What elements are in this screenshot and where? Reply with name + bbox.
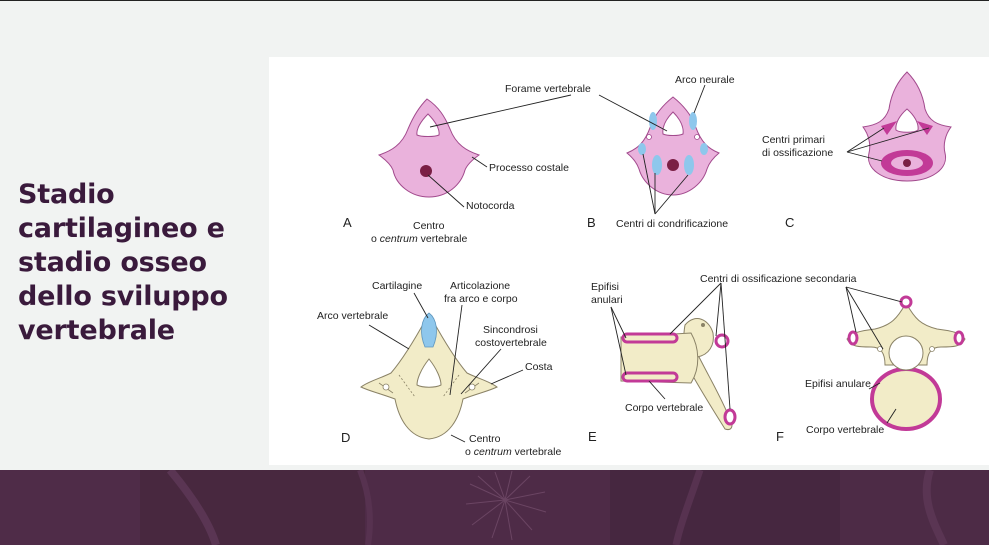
panel-b-blue-arch-r (689, 112, 697, 130)
panel-f-center-transverse-l (847, 330, 859, 346)
panel-b-small-hole-r (694, 134, 700, 140)
panel-letter-a: A (343, 215, 352, 230)
panel-c-foramen (895, 108, 919, 133)
panel-b-blue-side-r (700, 143, 708, 155)
panel-letter-c: C (785, 215, 794, 230)
panel-letter-d: D (341, 430, 350, 445)
panel-b-blue-side-l (638, 143, 646, 155)
label-centri-secondari: Centri di ossificazione secondaria (700, 273, 857, 285)
panel-e-center-transverse (714, 333, 730, 349)
panel-e-center-spinous (723, 408, 737, 426)
panel-f-foramen (888, 335, 924, 371)
panel-f (846, 295, 966, 431)
label-articolazione-1: Articolazione (450, 280, 510, 292)
panel-d-synchondrosis-r (468, 383, 476, 391)
label-centri-primari-2: di ossificazione (762, 147, 833, 159)
panel-e-spinous (688, 351, 733, 430)
panel-b-notochord (667, 159, 679, 171)
panel-f-center-spinous (899, 295, 913, 309)
label-sincondrosi-1: Sincondrosi (483, 324, 538, 336)
label-epifisi-2: anulari (591, 294, 623, 306)
panel-letter-e: E (588, 429, 597, 444)
panel-c-ossification-l (881, 121, 897, 135)
label-sincondrosi-2: costovertebrale (475, 337, 547, 349)
panel-b-vertebra (626, 96, 720, 196)
panel-b-blue-body-r (684, 155, 694, 175)
panel-e-ring-top (621, 332, 679, 344)
panel-a-foramen (416, 113, 440, 137)
panel-e-body (620, 332, 699, 384)
panel-a-notochord (420, 165, 432, 177)
label-arco-vertebrale: Arco vertebrale (317, 310, 388, 322)
panel-d-foramen (416, 358, 442, 388)
panel-f-body (870, 367, 942, 431)
label-centro-d-1: Centro (469, 433, 501, 445)
label-arco-neurale: Arco neurale (675, 74, 735, 86)
panel-b-foramen (662, 111, 684, 136)
panel-b-blue-arch-l (649, 112, 657, 130)
panel-c (862, 71, 952, 182)
label-notocorda: Notocorda (466, 200, 515, 212)
label-centri-primari-1: Centri primari (762, 134, 825, 146)
label-corpo-f: Corpo vertebrale (806, 424, 884, 436)
label-cartilagine: Cartilagine (372, 280, 422, 292)
label-costa: Costa (525, 361, 553, 373)
panel-d-cartilage (421, 312, 437, 348)
panel-c-notochord (903, 159, 911, 167)
panel-a-vertebra (377, 98, 481, 198)
panel-c-ossification-r (917, 121, 933, 135)
panel-d-synchondrosis-l (382, 383, 390, 391)
footer-pattern (0, 470, 989, 545)
label-centro-a-2: o centrum vertebrale (371, 233, 467, 245)
label-epifisi-1: Epifisi (591, 281, 619, 293)
panel-letter-b: B (587, 215, 596, 230)
label-corpo-e: Corpo vertebrale (625, 402, 703, 414)
panel-b-blue-body-l (652, 155, 662, 175)
panel-e-ring-bottom (621, 371, 679, 383)
panel-b-small-hole-l (646, 134, 652, 140)
panel-f-center-transverse-r (953, 330, 965, 346)
vertebral-development-figure: Processo costale Notocorda Centro o cent… (269, 57, 989, 465)
top-border (0, 0, 989, 1)
label-forame-vertebrale: Forame vertebrale (505, 83, 591, 95)
label-articolazione-2: fra arco e corpo (444, 293, 518, 305)
panel-e-mark (701, 323, 705, 327)
label-centro-a-1: Centro (413, 220, 445, 232)
panel-a (377, 98, 481, 198)
panel-b (626, 96, 720, 196)
label-centro-d-2: o centrum vertebrale (465, 446, 561, 458)
panel-letter-f: F (776, 429, 784, 444)
label-epifisi-anulare: Epifisi anulare (805, 378, 871, 390)
label-centri-condrificazione: Centri di condrificazione (616, 218, 728, 230)
footer-band (0, 470, 989, 545)
panel-f-small-hole-r (929, 346, 935, 352)
label-processo-costale: Processo costale (489, 162, 569, 174)
slide-title: Stadio cartilagineo e stadio osseo dello… (18, 179, 228, 346)
panel-e (620, 318, 737, 430)
